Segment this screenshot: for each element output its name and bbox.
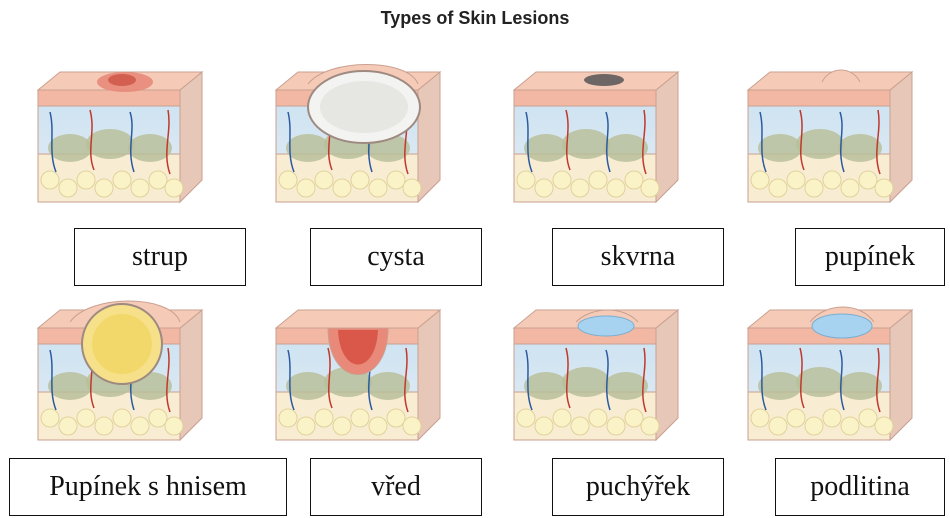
diagram-title: Types of Skin Lesions	[0, 8, 950, 29]
skin-block-8	[740, 290, 920, 460]
skin-block-2	[268, 52, 448, 222]
skin-block-7	[506, 290, 686, 460]
skin-block-3	[506, 52, 686, 222]
lesion-label-3: skvrna	[552, 228, 724, 286]
lesion-illustration-4	[740, 52, 920, 222]
lesion-illustration-2	[268, 52, 448, 222]
lesion-label-2: cysta	[310, 228, 482, 286]
lesion-illustration-3	[506, 52, 686, 222]
skin-block-4	[740, 52, 920, 222]
skin-block-6	[268, 290, 448, 460]
skin-block-5	[30, 290, 210, 460]
lesion-illustration-5	[30, 290, 210, 460]
lesion-label-1: strup	[74, 228, 246, 286]
lesion-label-6: vřed	[310, 458, 482, 516]
lesion-label-4: pupínek	[795, 228, 945, 286]
lesion-label-5: Pupínek s hnisem	[9, 458, 287, 516]
lesion-illustration-8	[740, 290, 920, 460]
lesion-illustration-6	[268, 290, 448, 460]
lesion-label-7: puchýřek	[552, 458, 724, 516]
skin-block-1	[30, 52, 210, 222]
lesion-label-8: podlitina	[775, 458, 945, 516]
lesion-illustration-7	[506, 290, 686, 460]
lesion-illustration-1	[30, 52, 210, 222]
